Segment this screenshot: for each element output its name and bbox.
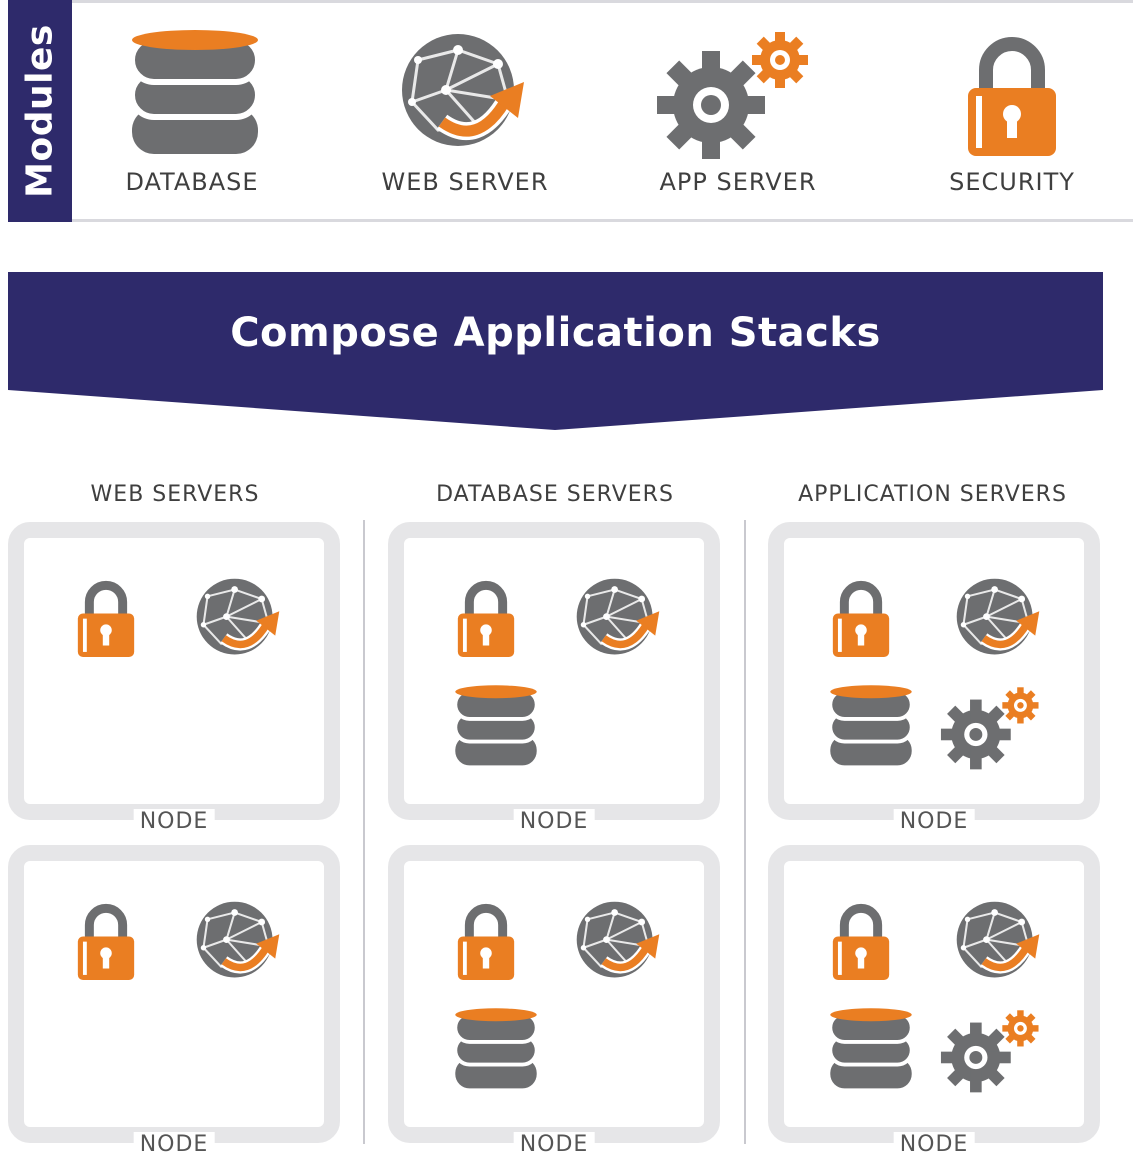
padlock-icon <box>962 30 1062 160</box>
module-label-security: SECURITY <box>949 168 1075 196</box>
globe-icon <box>194 899 282 987</box>
node-box: NODE <box>8 522 340 834</box>
node-box: NODE <box>768 845 1100 1157</box>
column-title-database-servers: DATABASE SERVERS <box>436 482 674 507</box>
padlock-icon <box>829 899 893 983</box>
node-box: NODE <box>388 522 720 834</box>
node-box: NODE <box>8 845 340 1157</box>
node-label: NODE <box>513 809 595 834</box>
column-title-application-servers: APPLICATION SERVERS <box>798 482 1067 507</box>
globe-icon <box>954 899 1042 987</box>
padlock-icon <box>829 576 893 660</box>
gears-icon <box>940 1009 1044 1093</box>
node-box: NODE <box>768 522 1100 834</box>
globe-icon <box>194 576 282 664</box>
globe-icon <box>398 30 528 160</box>
modules-tab-label: Modules <box>19 24 61 198</box>
node-label: NODE <box>133 809 215 834</box>
banner-arrow <box>8 272 1103 430</box>
database-icon <box>130 28 260 158</box>
globe-icon <box>574 576 662 664</box>
node-label: NODE <box>893 809 975 834</box>
padlock-icon <box>74 899 138 983</box>
modules-panel <box>8 0 1133 222</box>
column-divider <box>744 520 746 1144</box>
module-label-web-server: WEB SERVER <box>381 168 549 196</box>
column-divider <box>363 520 365 1144</box>
database-icon <box>454 684 538 768</box>
database-icon <box>829 1007 913 1091</box>
module-label-app-server: APP SERVER <box>659 168 817 196</box>
database-icon <box>454 1007 538 1091</box>
node-label: NODE <box>513 1132 595 1157</box>
padlock-icon <box>454 576 518 660</box>
module-label-database: DATABASE <box>125 168 259 196</box>
banner-title: Compose Application Stacks <box>230 310 881 356</box>
node-label: NODE <box>133 1132 215 1157</box>
column-title-web-servers: WEB SERVERS <box>90 482 260 507</box>
globe-icon <box>574 899 662 987</box>
node-label: NODE <box>893 1132 975 1157</box>
gears-icon <box>656 30 816 160</box>
globe-icon <box>954 576 1042 664</box>
database-icon <box>829 684 913 768</box>
padlock-icon <box>454 899 518 983</box>
node-box: NODE <box>388 845 720 1157</box>
padlock-icon <box>74 576 138 660</box>
modules-tab: Modules <box>8 0 72 222</box>
gears-icon <box>940 686 1044 770</box>
